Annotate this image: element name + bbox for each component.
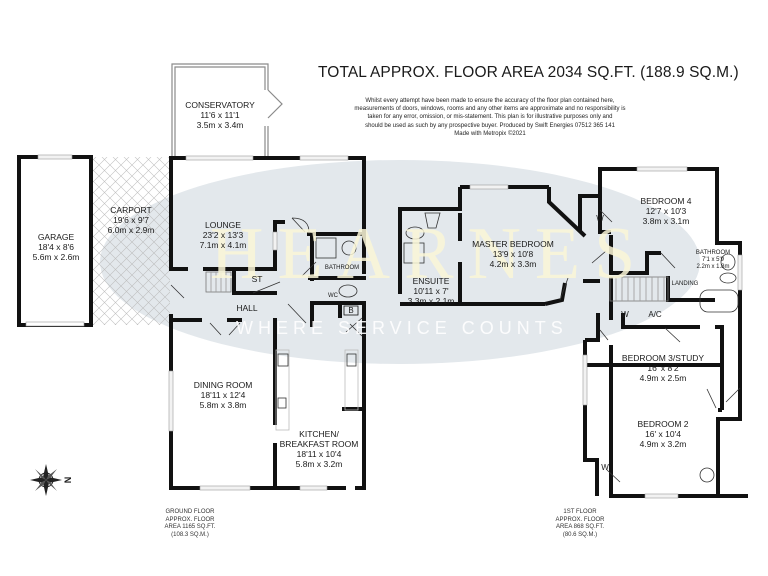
disclaimer-line: Whilst every attempt have been made to e… (365, 98, 615, 104)
room-label-first-bathroom: BATHROOM 7'1 x 5'9 2.2m x 1.8m (695, 250, 731, 270)
label-hall: HALL (236, 303, 258, 313)
first-floor-details (403, 209, 741, 483)
room-label-kitchen: KITCHEN/ BREAKFAST ROOM 18'11 x 10'4 5.8… (279, 429, 359, 469)
conservatory-walls (171, 63, 283, 157)
label-store: ST (251, 274, 263, 284)
compass-rose-icon: N (26, 458, 80, 502)
first-floor-windows (469, 166, 743, 499)
room-label-garage: GARAGE 18'4 x 8'6 5.6m x 2.6m (32, 232, 80, 262)
label-wardrobe-bedroom-4: W (596, 214, 604, 223)
label-wardrobe-bedroom-2: W (601, 463, 609, 472)
room-label-bedroom-3-study: BEDROOM 3/STUDY 16' x 8'2 4.9m x 2.5m (621, 353, 705, 383)
label-wc: WC (328, 293, 338, 299)
disclaimer-line: measurements of doors, windows, rooms an… (354, 106, 626, 113)
carport-area (93, 157, 170, 325)
label-wardrobe-landing: W (621, 310, 629, 319)
room-label-bedroom-2: BEDROOM 2 16' x 10'4 4.9m x 3.2m (637, 419, 689, 449)
disclaimer-line: taken for any error, omission, or mis-st… (367, 114, 613, 121)
watermark-brand: HEARNES (210, 213, 650, 295)
compass-north-label: N (62, 476, 73, 484)
label-airing-cupboard: A/C (648, 310, 662, 319)
garage-walls (17, 154, 93, 327)
room-label-conservatory: CONSERVATORY 11'6 x 11'1 3.5m x 3.4m (185, 100, 255, 130)
ground-floor-caption: GROUND FLOOR APPROX. FLOOR AREA 1165 SQ.… (164, 509, 216, 538)
room-label-master-bedroom: MASTER BEDROOM 13'9 x 10'8 4.2m x 3.3m (472, 239, 554, 269)
disclaimer: Whilst every attempt have been made to e… (340, 97, 640, 138)
label-boiler: B (348, 306, 354, 315)
label-landing: LANDING (671, 281, 699, 287)
disclaimer-line: Made with Metropix ©2021 (454, 130, 526, 137)
room-label-dining-room: DINING ROOM 18'11 x 12'4 5.8m x 3.8m (193, 380, 253, 410)
total-floor-area-title: TOTAL APPROX. FLOOR AREA 2034 SQ.FT. (18… (318, 64, 739, 81)
watermark-tagline: WHERE SERVICE COUNTS (236, 318, 568, 338)
first-floor-caption: 1ST FLOOR APPROX. FLOOR AREA 868 SQ.FT. … (555, 509, 605, 538)
ground-floor-details (170, 217, 363, 431)
ground-floor-windows (168, 155, 349, 491)
disclaimer-line: should be used as such by any prospectiv… (365, 122, 615, 129)
ground-floor-walls (169, 156, 366, 490)
room-label-bedroom-4: BEDROOM 4 12'7 x 10'3 3.8m x 3.1m (640, 196, 692, 226)
room-label-ensuite: ENSUITE 10'11 x 7' 3.3m x 2.1m (407, 276, 455, 306)
room-label-lounge: LOUNGE 23'2 x 13'3 7.1m x 4.1m (199, 220, 247, 250)
room-label-carport: CARPORT 19'6 x 9'7 6.0m x 2.9m (107, 205, 155, 235)
label-ground-bathroom: BATHROOM (324, 265, 360, 271)
